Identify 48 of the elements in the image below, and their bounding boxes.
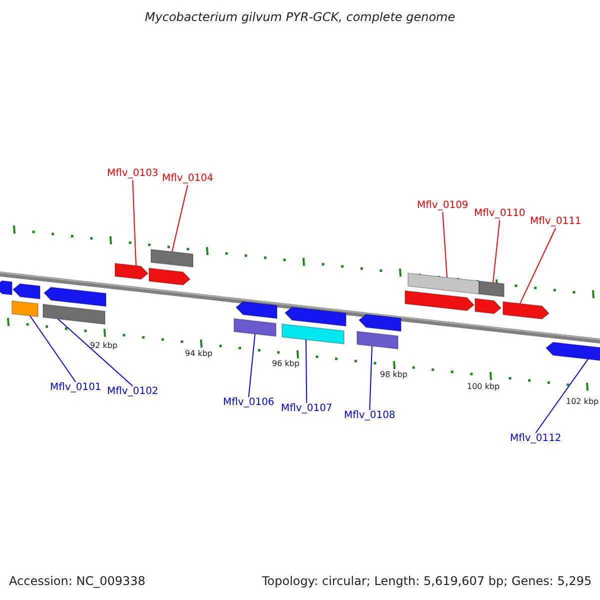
gene-label: Mflv_0107	[281, 403, 332, 415]
gene-label: Mflv_0102	[107, 386, 158, 398]
gene-block	[545, 342, 600, 362]
gene-block	[150, 248, 194, 268]
leader-line	[306, 339, 308, 404]
gene-block	[234, 318, 276, 337]
scale-label: 96 kbp	[272, 358, 300, 370]
gene-block	[282, 323, 344, 344]
gene-label: Mflv_0104	[162, 173, 214, 185]
gene-label: Mflv_0112	[510, 433, 562, 445]
gene-block	[478, 280, 504, 298]
gene-block	[474, 298, 502, 314]
gene-block	[42, 304, 106, 325]
gene-block	[284, 306, 346, 327]
diagram-title: Mycobacterium gilvum PYR-GCK, complete genome	[144, 11, 456, 23]
gene-block	[114, 262, 149, 280]
gene-label: Mflv_0106	[223, 397, 274, 409]
gene-block	[356, 330, 398, 350]
leader-line	[132, 180, 136, 266]
leader-line	[520, 228, 556, 304]
gene-label: Mflv_0111	[530, 216, 582, 228]
leader-line	[58, 318, 134, 386]
scale-label: 100 kbp	[467, 381, 500, 393]
gene-label: Mflv_0103	[107, 168, 158, 180]
gene-block	[502, 301, 550, 320]
leader-line	[30, 315, 76, 382]
scale-label: 94 kbp	[185, 348, 213, 360]
gene-label: Mflv_0109	[417, 200, 468, 212]
leader-line	[535, 358, 588, 434]
gene-block	[408, 272, 480, 295]
leader-line	[442, 212, 448, 278]
leader-line	[172, 184, 188, 252]
gene-label: Mflv_0110	[474, 208, 526, 220]
leader-line	[369, 346, 372, 410]
leader-line	[248, 333, 256, 398]
gene-block	[12, 300, 38, 318]
scale-label: 92 kbp	[90, 340, 118, 352]
gene-block	[43, 286, 106, 307]
gene-block	[358, 314, 402, 332]
genome-summary-text: Topology: circular; Length: 5,619,607 bp; Genes: 5,295	[262, 575, 592, 587]
scale-label: 102 kbp	[566, 396, 599, 408]
gene-block	[148, 268, 191, 286]
gene-label: Mflv_0108	[344, 410, 396, 422]
accession-text: Accession: NC_009338	[9, 575, 146, 587]
leader-line	[492, 220, 500, 284]
gene-block	[235, 301, 278, 319]
gene-label: Mflv_0101	[50, 382, 102, 394]
scale-label: 98 kbp	[380, 369, 408, 381]
